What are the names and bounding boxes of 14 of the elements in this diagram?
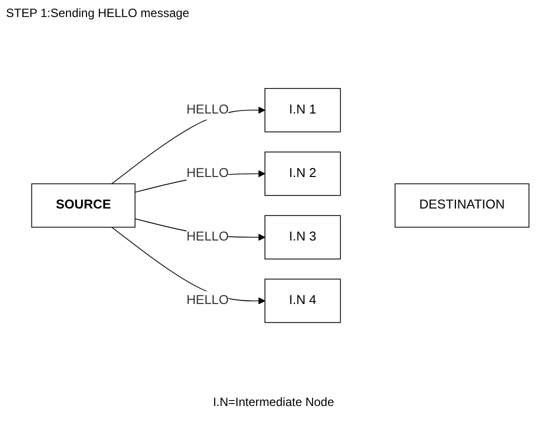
node-box: I.N 2 [264, 151, 341, 196]
node-box: DESTINATION [394, 182, 530, 228]
edge-label: HELLO [186, 293, 229, 307]
edge-label: HELLO [186, 166, 229, 180]
arrow [111, 226, 266, 304]
node-box: SOURCE [31, 182, 136, 228]
diagram-title: STEP 1:Sending HELLO message [6, 6, 190, 20]
edge-label: HELLO [186, 102, 229, 116]
node-box: I.N 1 [264, 88, 341, 132]
node-box: I.N 3 [264, 214, 341, 259]
arrow [111, 106, 266, 184]
edge-label: HELLO [186, 230, 229, 244]
note-text: I.N=Intermediate Node [212, 395, 334, 409]
node-box: I.N 4 [264, 278, 341, 322]
